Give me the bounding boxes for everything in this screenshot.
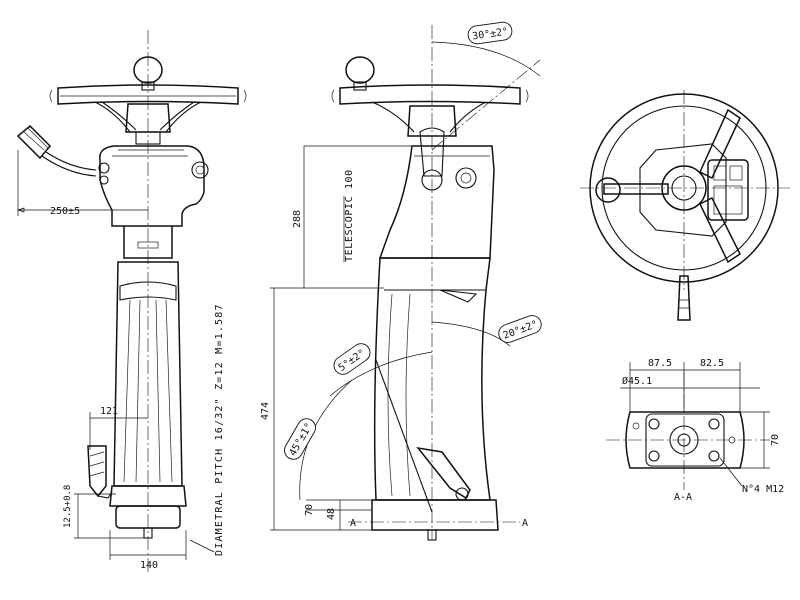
angle-20: 20°±2° (498, 315, 542, 343)
dim-474: 474 (260, 402, 271, 420)
front-head-housing (99, 145, 205, 227)
dim-121: 121 (100, 406, 118, 417)
pitch-note: DIAMETRAL PITCH 16/32" Z=12 M=1.587 (214, 303, 225, 556)
dim-250: 250±5 (50, 206, 80, 217)
section-hole-2 (708, 418, 720, 430)
side-head-housing (378, 145, 495, 259)
dim-70-section: 70 (770, 434, 781, 446)
front-wheel-rim (57, 84, 239, 105)
side-lever-pivot (419, 127, 445, 177)
front-pedal (87, 445, 107, 498)
top-hub (661, 165, 707, 211)
top-wheel-rim-inner (601, 105, 767, 271)
section-view: 87.5 82.5 Ø45.1 70 N°4 M12 A-A (606, 358, 784, 503)
section-title: A-A (674, 492, 692, 503)
top-head-outline (639, 143, 727, 237)
side-base (371, 499, 499, 531)
side-wheel-rim (339, 84, 521, 105)
front-spoke-left (94, 101, 137, 133)
section-hole-1 (648, 418, 660, 430)
front-hub (125, 103, 171, 133)
side-spokes (371, 101, 487, 133)
side-view: 288 TELESCOPIC 100 474 70 48 30°±2° 20°±… (260, 21, 542, 541)
section-marker-left: A (350, 518, 356, 529)
side-hub (407, 105, 457, 137)
top-lever (677, 275, 691, 321)
front-base (109, 485, 187, 507)
holes-note: N°4 M12 (742, 484, 784, 495)
dim-87-5: 87.5 (648, 358, 672, 369)
top-wheel-rim-outer (589, 93, 779, 283)
top-spoke-left (603, 183, 669, 195)
section-hole-4 (708, 450, 720, 462)
front-lever-stalk (41, 151, 97, 177)
angle-45: 45°±1° (284, 418, 316, 460)
front-spinner-knob (133, 56, 163, 84)
side-dimensions (270, 41, 541, 531)
svg-text:30°±2°: 30°±2° (472, 27, 509, 43)
dim-288: 288 (292, 210, 303, 228)
front-lever-grip (16, 124, 52, 160)
top-spoke-upper (699, 108, 741, 180)
side-centerline-tilt (431, 59, 541, 151)
front-upper-column (123, 226, 173, 259)
dim-diameter: Ø45.1 (622, 375, 652, 387)
dim-82-5: 82.5 (700, 358, 724, 369)
telescopic-label: TELESCOPIC 100 (344, 169, 355, 262)
side-spinner-knob (345, 56, 375, 84)
section-hole-3 (648, 450, 660, 462)
dim-48: 48 (326, 508, 337, 520)
top-switch-block (707, 159, 749, 221)
section-bore (669, 425, 699, 455)
dim-140: 140 (140, 560, 158, 571)
top-view (580, 90, 790, 321)
side-pedal (416, 446, 471, 500)
front-dimensions (16, 150, 215, 560)
front-shaft (143, 527, 153, 539)
dim-12-5: 12.5+0.8 (63, 485, 73, 528)
top-spinner-knob (595, 177, 621, 203)
front-view: 250±5 121 12.5+0.8 140 DIAMETRAL PITCH 1… (16, 30, 247, 575)
angle-30: 30°±2° (467, 21, 513, 45)
section-marker-right: A (522, 518, 528, 529)
front-knob-right (191, 161, 209, 179)
dim-70-side: 70 (304, 504, 315, 516)
front-spoke-right (159, 101, 202, 133)
